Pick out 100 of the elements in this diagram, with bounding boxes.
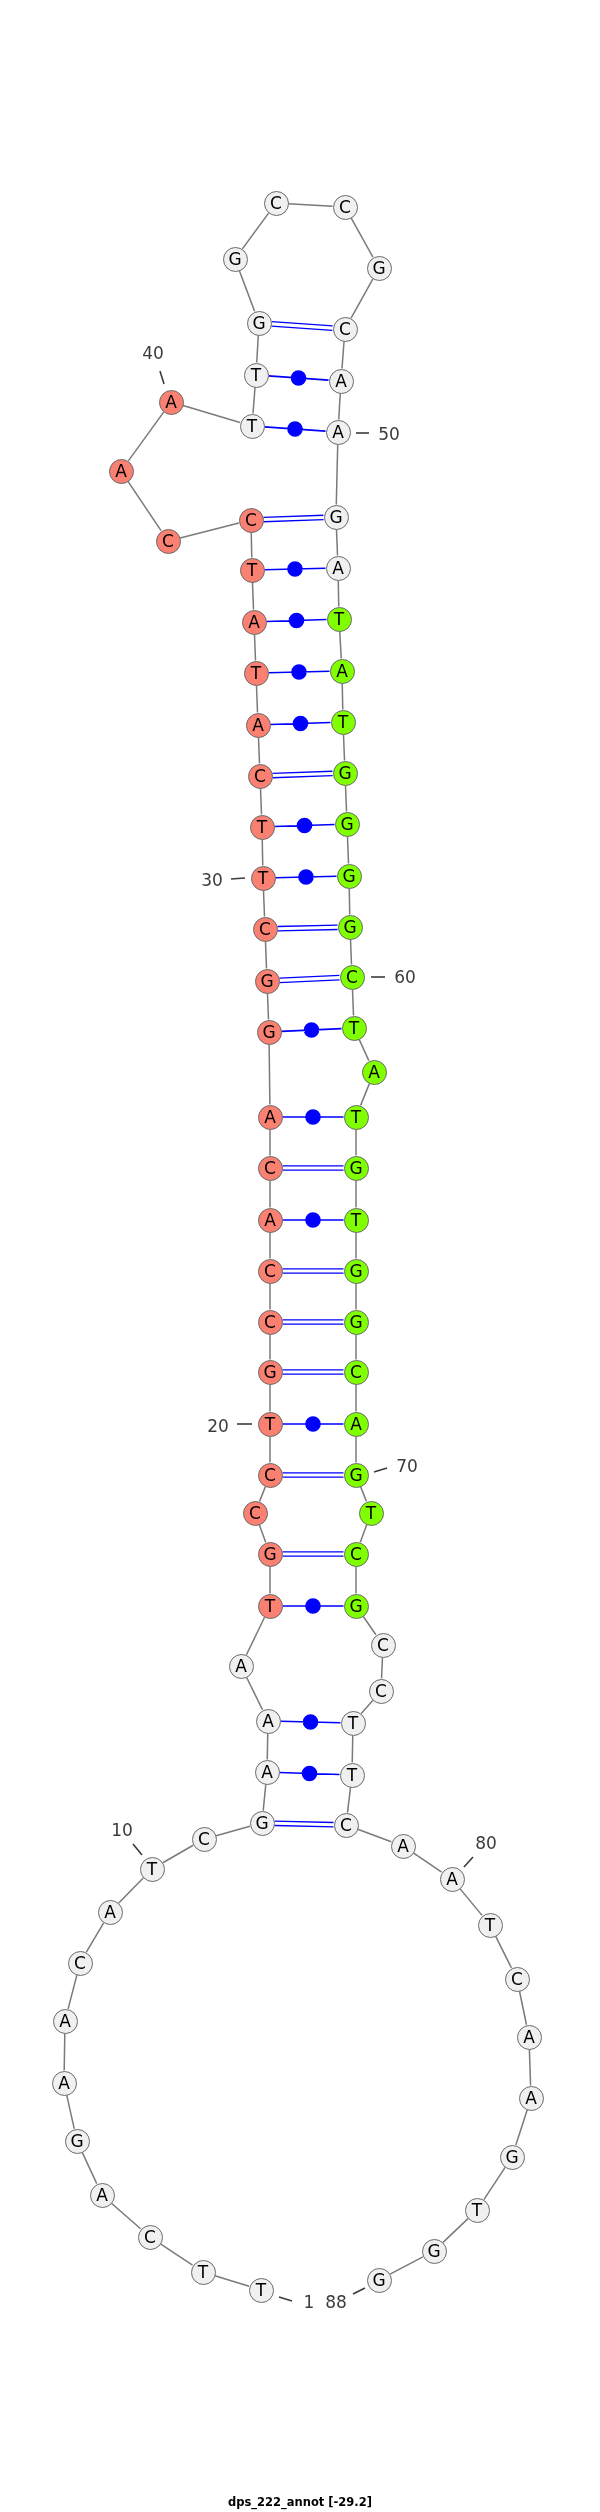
position-number: 60 [394,968,416,986]
backbone-line [67,1974,78,2010]
nucleotide-circle [332,194,358,220]
base-letter: A [350,1415,362,1433]
base-pair-line [280,1022,343,1038]
backbone-line [63,2032,66,2072]
base-letter: A [165,393,177,411]
backbone-line [257,736,261,765]
backbone-line [494,1935,513,1969]
nucleotide-circle [516,2024,542,2050]
base-letter: A [104,1903,116,1921]
nucleotide-circle [254,1759,280,1785]
position-number: 40 [142,344,164,362]
nucleotide-circle [368,1678,394,1704]
backbone-line [261,838,264,867]
backbone-line [359,1485,368,1503]
backbone-line [355,1565,357,1595]
backbone-line [346,835,350,865]
base-pair-line [281,1416,345,1432]
backbone-line [269,1435,271,1464]
nucleotide-circle [343,1359,369,1385]
base-letter: T [250,664,262,682]
backbone-line [351,1734,354,1764]
backbone-line [380,1656,384,1680]
base-letter: A [336,662,348,680]
backbone-line [518,1990,528,2026]
backbone-line [337,579,340,608]
backbone-line [357,1828,392,1843]
nucleotide-circle [439,1866,465,1892]
nucleotide-circle [249,1810,275,1836]
base-letter: T [333,610,345,628]
backbone-line [214,2274,250,2288]
base-pair-line [270,321,334,331]
backbone-line [245,1676,264,1711]
nucleotide-circle [257,1309,283,1335]
nucleotide-circle [228,1653,254,1679]
position-number: 1 [303,2293,315,2311]
base-letter: T [256,818,268,836]
backbone-line [258,1485,267,1503]
base-letter: T [365,1504,377,1522]
nucleotide-circle [247,763,273,789]
base-letter: C [264,1262,276,1280]
nucleotide-circle [257,1462,283,1488]
base-letter: G [263,1363,277,1381]
nucleotide-circle [238,507,264,533]
nucleotide-circle [239,413,265,439]
base-letter: A [335,372,347,390]
base-letter: G [427,2242,441,2260]
nucleotide-circle [366,2267,392,2293]
backbone-line [269,1333,271,1361]
base-letter: A [397,1837,409,1855]
backbone-line [483,2166,506,2201]
nucleotide-circle [89,2182,115,2208]
nucleotide-circle [343,1155,369,1181]
base-pair-line [278,1765,341,1782]
base-letter: T [250,366,262,384]
nucleotide-circle [366,255,392,281]
backbone-line [159,2243,194,2266]
nucleotide-circle [108,458,134,484]
backbone-line [351,988,355,1017]
backbone-line [362,1615,377,1636]
nucleotide-circle [370,1632,396,1658]
base-letter: G [70,2132,84,2150]
backbone-line [241,212,270,250]
backbone-line [262,889,266,918]
base-letter: C [74,1954,86,1972]
backbone-line [255,334,260,364]
nucleotide-circle [336,863,362,889]
backbone-line [118,1877,144,1904]
base-letter: G [263,1545,277,1563]
backbone-line [515,2109,528,2146]
base-letter: G [340,815,354,833]
backbone-line [358,1038,370,1062]
base-pair-line [262,514,325,523]
base-letter: A [264,1108,276,1126]
backbone-line [344,784,348,813]
backbone-line [338,392,341,421]
base-letter: T [471,2201,483,2219]
backbone-line [81,2151,98,2185]
base-letter: C [249,1504,261,1522]
position-number: 80 [475,1834,497,1852]
base-pair-line [269,715,332,732]
nucleotide-circle [328,368,354,394]
base-letter: C [144,2228,156,2246]
nucleotide-circle [158,389,184,415]
base-pair-line [281,1472,345,1478]
nucleotide-circle [257,1593,283,1619]
nucleotide-circle [343,1462,369,1488]
backbone-line [269,1565,271,1595]
backbone-line [215,1825,251,1837]
base-letter: A [262,1712,274,1730]
nucleotide-circle [263,190,289,216]
backbone-line [360,1699,374,1715]
nucleotide-circle [256,1019,282,1045]
nucleotide-circle [52,2008,78,2034]
nucleotide-circle [334,811,360,837]
backbone-line [355,1333,357,1361]
base-pair-line [281,1268,345,1274]
backbone-line [253,633,257,662]
base-letter: G [349,1597,363,1615]
